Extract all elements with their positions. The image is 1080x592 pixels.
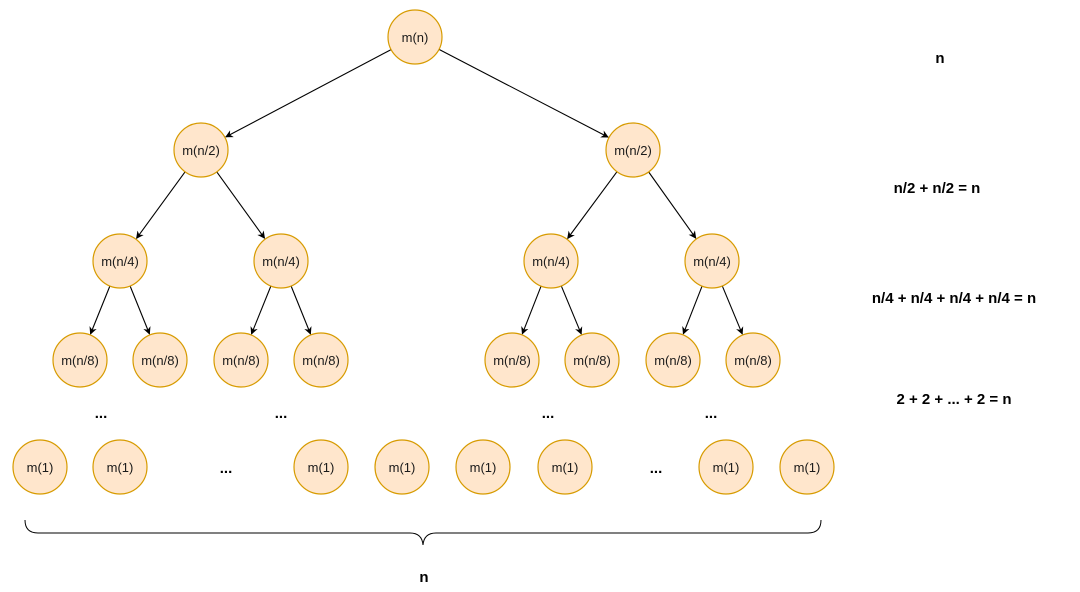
node-label: m(n/8) bbox=[573, 353, 611, 368]
ellipsis-dots: ... bbox=[542, 405, 555, 422]
tree-edge-arrow bbox=[225, 49, 392, 138]
node-circle bbox=[725, 332, 781, 388]
node-circle bbox=[564, 332, 620, 388]
node-circle bbox=[293, 332, 349, 388]
leaf-level-node: m(1) bbox=[92, 439, 148, 495]
node-circle bbox=[253, 233, 309, 289]
tree-nodes: m(n) m(n/2) m(n/2) m(n/4) m(n/4) m(n/4) m(n/4)… bbox=[12, 9, 835, 495]
bottom-brace bbox=[24, 519, 822, 546]
node-label: m(1) bbox=[552, 460, 579, 475]
level-3-node: m(n/8) bbox=[213, 332, 269, 388]
node-label: m(1) bbox=[308, 460, 335, 475]
node-circle bbox=[132, 332, 188, 388]
node-label: m(n/8) bbox=[734, 353, 772, 368]
tree-edge-arrow bbox=[648, 171, 697, 239]
ellipsis-dots: ... bbox=[705, 405, 718, 422]
node-label: m(n/4) bbox=[101, 254, 139, 269]
tree-edge-arrow bbox=[290, 285, 312, 335]
node-circle bbox=[484, 332, 540, 388]
node-circle bbox=[455, 439, 511, 495]
node-label: m(n/8) bbox=[493, 353, 531, 368]
leaf-level-node: m(1) bbox=[455, 439, 511, 495]
level-3-node: m(n/8) bbox=[725, 332, 781, 388]
node-label: m(n) bbox=[402, 30, 429, 45]
node-circle bbox=[645, 332, 701, 388]
level-3-node: m(n/8) bbox=[645, 332, 701, 388]
leaf-level-node: m(1) bbox=[537, 439, 593, 495]
tree-edge-arrow bbox=[216, 171, 266, 239]
level-3-node: m(n/8) bbox=[484, 332, 540, 388]
node-circle bbox=[213, 332, 269, 388]
node-label: m(n/8) bbox=[61, 353, 99, 368]
level-3-node: m(n/8) bbox=[132, 332, 188, 388]
level-3-node: m(n/8) bbox=[564, 332, 620, 388]
tree-edge-arrow bbox=[129, 285, 151, 335]
node-circle bbox=[387, 9, 443, 65]
tree-edge-arrow bbox=[721, 285, 744, 335]
level-2-node: m(n/4) bbox=[684, 233, 740, 289]
node-circle bbox=[12, 439, 68, 495]
tree-edge-arrow bbox=[682, 285, 703, 335]
leaf-level-node: m(1) bbox=[374, 439, 430, 495]
node-label: m(n/8) bbox=[141, 353, 179, 368]
leaf-ellipsis: ... bbox=[650, 460, 663, 477]
node-label: m(1) bbox=[27, 460, 54, 475]
bottom-total-label: n bbox=[419, 569, 428, 586]
node-label: m(1) bbox=[107, 460, 134, 475]
node-circle bbox=[605, 122, 661, 178]
level-2-node: m(n/4) bbox=[253, 233, 309, 289]
node-label: m(n/4) bbox=[532, 254, 570, 269]
node-circle bbox=[374, 439, 430, 495]
tree-edge-arrow bbox=[567, 171, 618, 240]
node-label: m(n/8) bbox=[222, 353, 260, 368]
ellipsis-dots: ... bbox=[95, 405, 108, 422]
tree-edge-arrow bbox=[136, 171, 186, 240]
level-1-node: m(n/2) bbox=[605, 122, 661, 178]
level-3-node: m(n/8) bbox=[293, 332, 349, 388]
node-circle bbox=[173, 122, 229, 178]
level-3-sum: 2 + 2 + ... + 2 = n bbox=[896, 391, 1011, 408]
node-circle bbox=[293, 439, 349, 495]
ellipsis-dots: ... bbox=[275, 405, 288, 422]
level-2-sum: n/4 + n/4 + n/4 + n/4 = n bbox=[872, 290, 1036, 307]
level-0-sum: n bbox=[935, 50, 944, 67]
node-label: m(n/2) bbox=[614, 143, 652, 158]
node-circle bbox=[92, 439, 148, 495]
level-1-sum: n/2 + n/2 = n bbox=[894, 180, 981, 197]
node-label: m(1) bbox=[470, 460, 497, 475]
tree-edge-arrow bbox=[250, 285, 272, 335]
node-label: m(n/2) bbox=[182, 143, 220, 158]
level-0-node: m(n) bbox=[387, 9, 443, 65]
leaf-level-node: m(1) bbox=[779, 439, 835, 495]
node-circle bbox=[698, 439, 754, 495]
node-label: m(1) bbox=[389, 460, 416, 475]
leaf-level-node: m(1) bbox=[12, 439, 68, 495]
tree-edge-arrow bbox=[89, 285, 111, 335]
node-label: m(n/8) bbox=[302, 353, 340, 368]
level-1-node: m(n/2) bbox=[173, 122, 229, 178]
node-circle bbox=[92, 233, 148, 289]
node-label: m(n/4) bbox=[693, 254, 731, 269]
node-label: m(n/8) bbox=[654, 353, 692, 368]
tree-edge-arrow bbox=[438, 48, 609, 138]
node-circle bbox=[523, 233, 579, 289]
tree-edge-arrow bbox=[521, 285, 542, 335]
node-label: m(n/4) bbox=[262, 254, 300, 269]
level-3-node: m(n/8) bbox=[52, 332, 108, 388]
leaf-level-node: m(1) bbox=[293, 439, 349, 495]
leaf-level-node: m(1) bbox=[698, 439, 754, 495]
tree-edges bbox=[89, 48, 744, 335]
tree-edge-arrow bbox=[560, 285, 583, 335]
node-circle bbox=[52, 332, 108, 388]
node-circle bbox=[779, 439, 835, 495]
level-2-node: m(n/4) bbox=[523, 233, 579, 289]
node-circle bbox=[537, 439, 593, 495]
node-label: m(1) bbox=[794, 460, 821, 475]
level-2-node: m(n/4) bbox=[92, 233, 148, 289]
node-circle bbox=[684, 233, 740, 289]
node-label: m(1) bbox=[713, 460, 740, 475]
leaf-ellipsis: ... bbox=[220, 460, 233, 477]
